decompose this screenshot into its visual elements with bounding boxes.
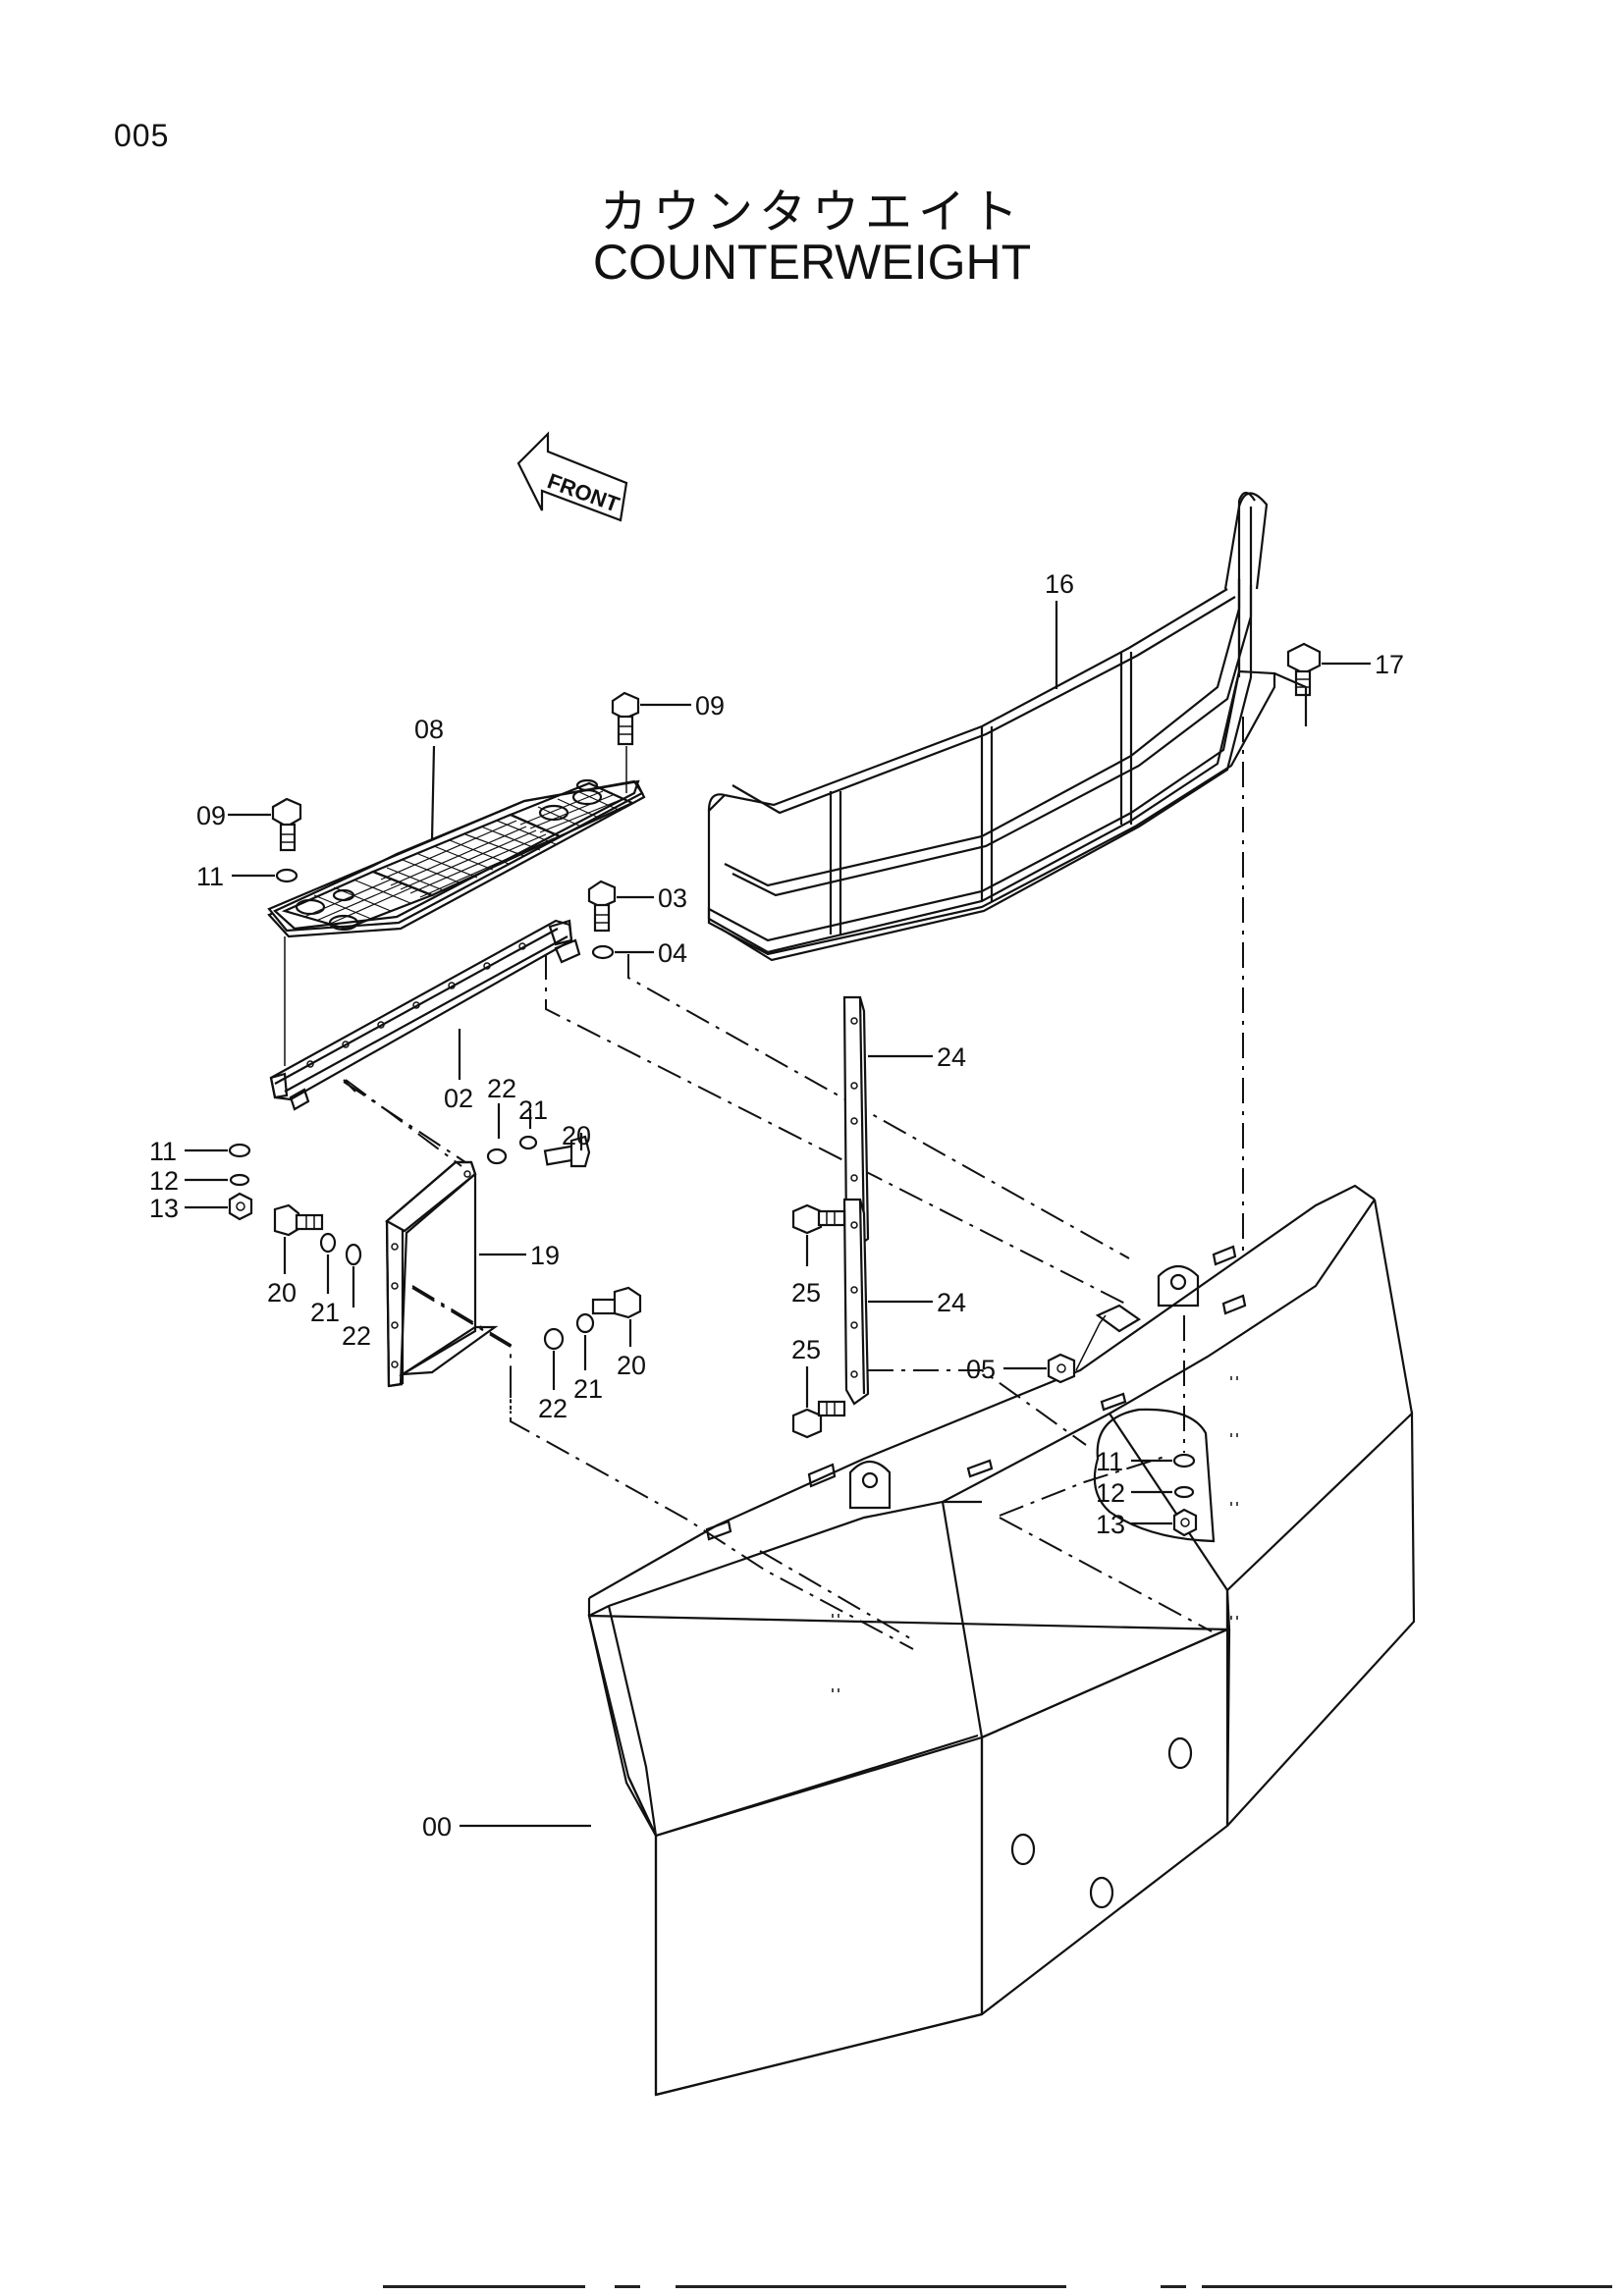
nut-05-icon [1047,1353,1076,1384]
nut-13-right-icon [1172,1508,1198,1537]
callout-02: 02 [444,1084,473,1113]
plate-19 [385,1160,499,1388]
callout-00: 00 [422,1812,452,1842]
detail-outline [1093,1408,1216,1543]
callout-24-lower: 24 [937,1288,966,1317]
bolt-09-upper-icon [611,691,640,746]
callout-20-lower: 20 [617,1351,646,1380]
spring-washer-21-lower-icon [575,1312,595,1334]
spring-washer-12-right-icon [1173,1485,1195,1499]
bolt-17-icon [1286,642,1322,697]
callout-08: 08 [414,715,444,744]
callout-21-left: 21 [310,1298,340,1327]
callout-12-left: 12 [149,1166,179,1196]
handrail [707,491,1276,962]
callout-20-upper: 20 [562,1121,591,1150]
callout-13-left: 13 [149,1194,179,1223]
washer-11-icon [275,868,298,883]
callout-25-upper: 25 [791,1278,821,1308]
spring-washer-21-left-icon [319,1232,337,1254]
counterweight-body [587,1184,1416,2097]
title-english: COUNTERWEIGHT [592,235,1032,290]
front-arrow-icon: FRONT [516,431,628,522]
bolt-09-left-icon [271,797,302,852]
callout-25-lower: 25 [791,1335,821,1364]
callout-11-top: 11 [196,862,224,891]
callout-17: 17 [1375,650,1404,679]
callout-22-upper: 22 [487,1074,516,1103]
step-grating [267,778,646,938]
footer-rule [615,2285,640,2288]
callout-20-left: 20 [267,1278,297,1308]
callout-03: 03 [658,883,687,913]
callout-22-left: 22 [342,1321,371,1351]
washer-22-lower-icon [543,1327,565,1351]
bolt-20-upper-icon [543,1135,591,1168]
callout-19: 19 [530,1241,560,1270]
footer-rule [383,2285,585,2288]
bracket-24-upper [842,995,870,1251]
callout-16: 16 [1045,569,1074,599]
washer-11-left-icon [228,1143,251,1158]
bolt-03-icon [587,880,617,933]
spring-washer-21-upper-icon [518,1135,538,1150]
title-japanese: カウンタウエイト [599,185,1024,240]
callout-09-left: 09 [196,801,226,830]
footer-rule [1202,2285,1612,2288]
callout-04: 04 [658,938,687,968]
callout-12-right: 12 [1096,1478,1125,1508]
footer-rule [676,2285,1066,2288]
bolt-25-upper-icon [791,1203,846,1235]
nut-13-left-icon [228,1192,253,1221]
callout-05: 05 [966,1355,996,1384]
bracket-rail [269,919,581,1111]
callout-21-upper: 21 [518,1095,548,1125]
page-number: 005 [114,118,170,153]
callout-21-lower: 21 [573,1374,603,1404]
spring-washer-12-left-icon [229,1173,250,1187]
callout-09-upper: 09 [695,691,725,721]
footer-rule [1161,2285,1186,2288]
washer-04-icon [591,944,615,960]
callout-13-right: 13 [1096,1510,1125,1539]
bolt-20-lower-icon [591,1286,642,1319]
washer-11-right-icon [1172,1453,1196,1468]
callout-24-upper: 24 [937,1042,966,1072]
callout-22-lower: 22 [538,1394,568,1423]
bracket-24-lower [842,1198,870,1406]
washer-22-upper-icon [486,1148,508,1165]
bolt-20-left-icon [273,1203,324,1237]
callout-11-left: 11 [149,1137,177,1166]
washer-22-left-icon [345,1243,362,1266]
bolt-25-lower-icon [791,1400,846,1439]
